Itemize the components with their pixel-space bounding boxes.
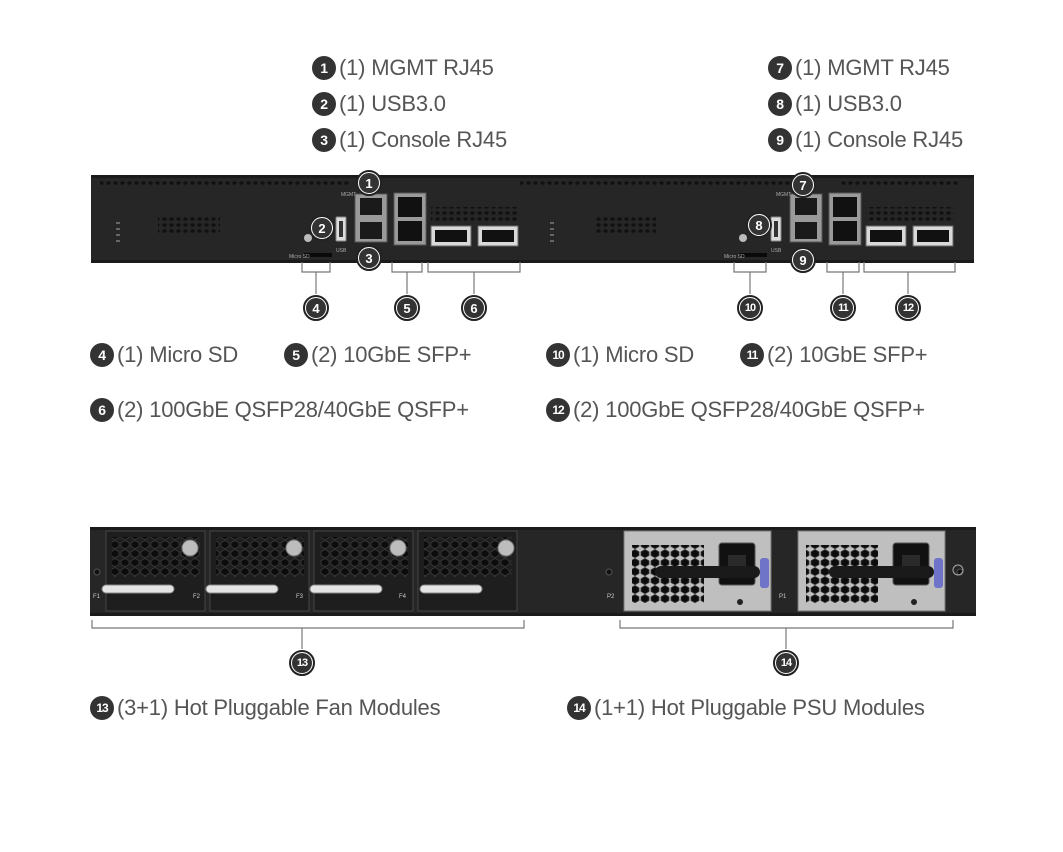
micro-sd-slot: [304, 253, 332, 257]
mgmt-marking: MGMT: [341, 192, 356, 198]
label-text: (1) Console RJ45: [795, 127, 963, 152]
label-number: 9: [768, 128, 792, 152]
label-micro-sd-left: 4 (1) Micro SD: [90, 342, 238, 368]
usb-marking: USB: [771, 248, 782, 254]
label-number: 13: [90, 696, 114, 720]
label-sfp-right: 11 (2) 10GbE SFP+: [740, 342, 928, 368]
label-text: (1) USB3.0: [339, 91, 446, 116]
fan-tag: F3: [296, 594, 304, 600]
fan-module: [309, 530, 414, 612]
label-text: (1) Micro SD: [117, 342, 239, 367]
label-console-right: 9 (1) Console RJ45: [768, 127, 963, 153]
label-text: (1) Micro SD: [573, 342, 695, 367]
label-text: (1) Console RJ45: [339, 127, 507, 152]
callout-9: 9: [790, 247, 816, 273]
label-number: 7: [768, 56, 792, 80]
fan-module: [101, 530, 206, 612]
left-node-ports: [304, 192, 519, 257]
callout-5: 5: [394, 295, 420, 321]
reset-button: [304, 234, 312, 242]
fan-tag: F4: [399, 594, 407, 600]
psu-handle: [829, 566, 934, 578]
label-number: 11: [740, 343, 764, 367]
label-text: (2) 10GbE SFP+: [311, 342, 472, 367]
right-node-ports: [739, 192, 954, 257]
label-number: 2: [312, 92, 336, 116]
panel-markings: Micro SD Micro SD USB USB MGMT MGMT: [289, 192, 791, 260]
micro-sd-marking: Micro SD: [724, 254, 745, 260]
label-qsfp-right: 12 (2) 100GbE QSFP28/40GbE QSFP+: [546, 397, 925, 423]
label-text: (2) 100GbE QSFP28/40GbE QSFP+: [117, 397, 469, 422]
label-mgmt-rj45-left: 1 (1) MGMT RJ45: [312, 55, 494, 81]
label-mgmt-rj45-right: 7 (1) MGMT RJ45: [768, 55, 950, 81]
label-number: 14: [567, 696, 591, 720]
label-text: (3+1) Hot Pluggable Fan Modules: [117, 695, 441, 720]
mgmt-marking: MGMT: [776, 192, 791, 198]
fan-module: [205, 530, 310, 612]
psu-modules: P2 P1: [607, 530, 964, 612]
label-number: 8: [768, 92, 792, 116]
label-text: (2) 100GbE QSFP28/40GbE QSFP+: [573, 397, 925, 422]
callout-7: 7: [790, 172, 816, 198]
label-micro-sd-right: 10 (1) Micro SD: [546, 342, 694, 368]
callout-10: 10: [737, 295, 763, 321]
callout-4: 4: [303, 295, 329, 321]
psu-tag: P1: [779, 594, 787, 600]
label-fan-modules: 13 (3+1) Hot Pluggable Fan Modules: [90, 695, 441, 721]
label-psu-modules: 14 (1+1) Hot Pluggable PSU Modules: [567, 695, 925, 721]
label-number: 6: [90, 398, 114, 422]
psu-module: [623, 530, 772, 612]
fan-modules: F1 F2 F3 F4: [93, 530, 518, 612]
fan-module: [417, 530, 518, 612]
usb-marking: USB: [336, 248, 347, 254]
reset-button: [739, 234, 747, 242]
callout-12: 12: [895, 295, 921, 321]
callout-13: 13: [289, 650, 315, 676]
front-chassis: [91, 175, 974, 263]
callout-8: 8: [746, 212, 772, 238]
label-usb-right: 8 (1) USB3.0: [768, 91, 902, 117]
label-usb-left: 2 (1) USB3.0: [312, 91, 446, 117]
label-text: (1) USB3.0: [795, 91, 902, 116]
label-text: (1) MGMT RJ45: [795, 55, 950, 80]
label-number: 5: [284, 343, 308, 367]
callout-2: 2: [309, 215, 335, 241]
label-console-left: 3 (1) Console RJ45: [312, 127, 507, 153]
label-number: 3: [312, 128, 336, 152]
micro-sd-marking: Micro SD: [289, 254, 310, 260]
callout-6: 6: [461, 295, 487, 321]
label-text: (1+1) Hot Pluggable PSU Modules: [594, 695, 925, 720]
fan-tag: F1: [93, 594, 101, 600]
psu-module: [797, 530, 946, 612]
label-text: (2) 10GbE SFP+: [767, 342, 928, 367]
label-number: 4: [90, 343, 114, 367]
psu-handle: [655, 566, 760, 578]
label-sfp-left: 5 (2) 10GbE SFP+: [284, 342, 472, 368]
psu-tag: P2: [607, 594, 615, 600]
label-number: 1: [312, 56, 336, 80]
front-callout-lines: [301, 262, 956, 294]
label-text: (1) MGMT RJ45: [339, 55, 494, 80]
callout-11: 11: [830, 295, 856, 321]
rear-callout-lines: [91, 620, 954, 649]
fan-tag: F2: [193, 594, 201, 600]
callout-3: 3: [356, 245, 382, 271]
callout-14: 14: [773, 650, 799, 676]
label-number: 10: [546, 343, 570, 367]
label-number: 12: [546, 398, 570, 422]
label-qsfp-left: 6 (2) 100GbE QSFP28/40GbE QSFP+: [90, 397, 469, 423]
ground-icon: [952, 564, 964, 576]
callout-1: 1: [356, 170, 382, 196]
micro-sd-slot: [739, 253, 767, 257]
